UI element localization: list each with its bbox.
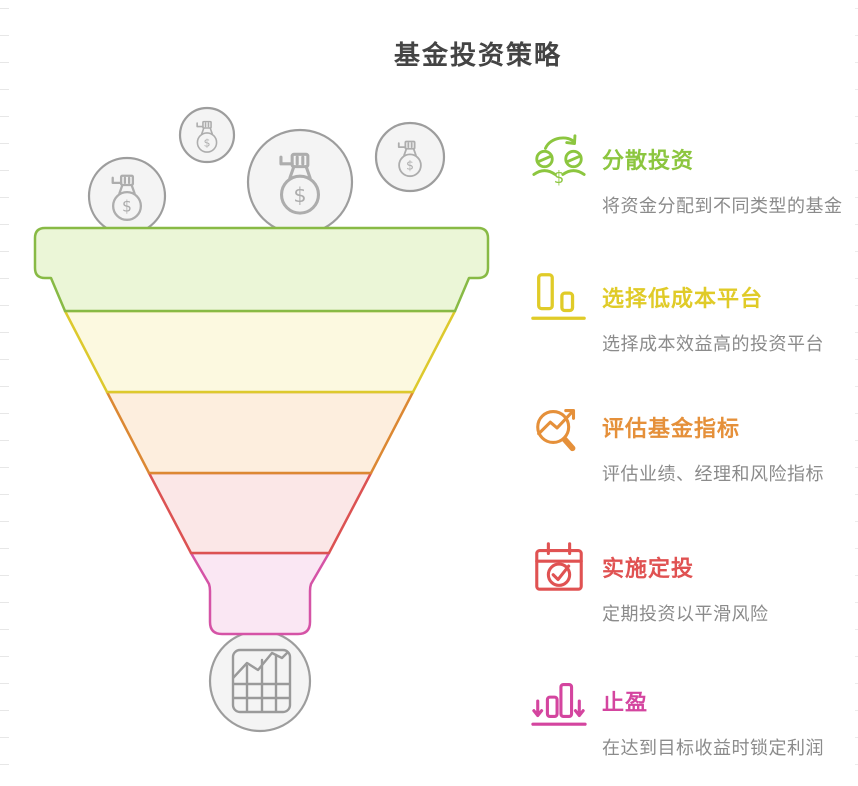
- item-title: 选择低成本平台: [602, 286, 764, 311]
- item-title: 评估基金指标: [602, 416, 741, 441]
- calendar-check-icon: [530, 538, 588, 596]
- strategy-item-diversify: $ 分散投资 将资金分配到不同类型的基金: [530, 130, 852, 218]
- item-title: 止盈: [602, 690, 649, 715]
- svg-text:$: $: [554, 168, 564, 187]
- magnifier-trend-icon: [530, 398, 588, 456]
- item-desc: 在达到目标收益时锁定利润: [602, 738, 824, 758]
- money-bag-circle: [246, 128, 354, 236]
- strategy-item-evaluate: 评估基金指标 评估业绩、经理和风险指标: [530, 398, 852, 486]
- funnel-stage-4: [147, 471, 373, 555]
- page-title: 基金投资策略: [393, 40, 563, 71]
- funnel-stage-5: [189, 551, 331, 636]
- strategy-item-auto-invest: 实施定投 定期投资以平滑风险: [530, 538, 852, 626]
- funnel-stage-3: [105, 390, 415, 475]
- result-chart-circle: [208, 629, 312, 733]
- funnel-stage-1: [33, 226, 490, 313]
- item-desc: 选择成本效益高的投资平台: [602, 334, 824, 354]
- item-desc: 定期投资以平滑风险: [602, 604, 769, 624]
- area-chart-grid-icon: [231, 648, 292, 714]
- people-transfer-icon: $: [530, 130, 588, 188]
- item-desc: 将资金分配到不同类型的基金: [602, 196, 843, 216]
- money-bag-circle: [87, 156, 167, 236]
- item-title: 实施定投: [602, 556, 695, 581]
- bar-chart-icon: [530, 268, 588, 326]
- money-bag-circle: [374, 121, 446, 193]
- money-bag-circle: [178, 106, 236, 164]
- strategy-item-low-cost: 选择低成本平台 选择成本效益高的投资平台: [530, 268, 852, 356]
- profit-bars-icon: [530, 672, 588, 730]
- funnel-stage-2: [63, 309, 457, 394]
- item-title: 分散投资: [602, 148, 695, 173]
- funnel-graphic: $: [33, 106, 490, 733]
- strategy-item-take-profit: 止盈 在达到目标收益时锁定利润: [530, 672, 852, 760]
- item-desc: 评估业绩、经理和风险指标: [602, 464, 824, 484]
